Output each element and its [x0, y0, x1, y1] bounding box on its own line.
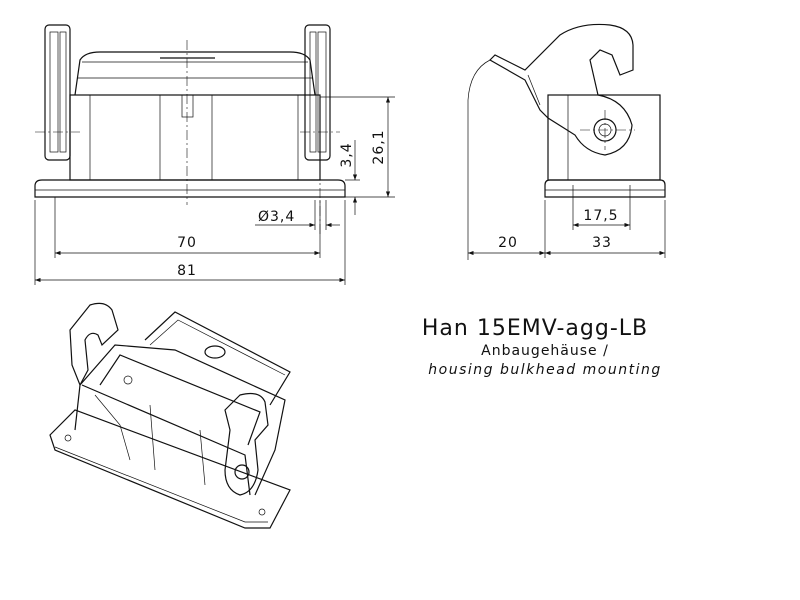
side-view: 20 33 17,5 [467, 23, 666, 260]
title-block: Han 15EMV-agg-LB Anbaugehäuse / housing … [422, 316, 661, 378]
product-title: Han 15EMV-agg-LB [422, 316, 648, 341]
dim-hole-diameter-label: Ø3,4 [258, 209, 295, 225]
dim-20-label: 20 [498, 235, 518, 251]
side-base-plate [544, 179, 666, 198]
dim-33-label: 33 [592, 235, 612, 251]
subtitle-german: Anbaugehäuse / [481, 343, 609, 359]
left-locking-lever [44, 24, 71, 161]
dim-81-label: 81 [177, 263, 197, 279]
housing-lid [74, 51, 316, 96]
base-plate [34, 179, 346, 198]
dim-height-label: 26,1 [371, 129, 387, 164]
dim-70-label: 70 [177, 235, 197, 251]
subtitle-english: housing bulkhead mounting [428, 362, 661, 378]
front-view: 70 81 Ø3,4 3,4 26,1 [34, 24, 395, 285]
iso-right-lever [224, 392, 269, 496]
right-locking-lever [304, 24, 331, 161]
dim-17-5-label: 17,5 [583, 208, 618, 224]
side-locking-lever [489, 23, 634, 156]
iso-base-plate [49, 409, 291, 529]
isometric-view [49, 302, 291, 529]
dim-plate-thickness-label: 3,4 [339, 142, 355, 167]
housing-body [69, 94, 321, 181]
iso-left-lever [69, 302, 119, 387]
